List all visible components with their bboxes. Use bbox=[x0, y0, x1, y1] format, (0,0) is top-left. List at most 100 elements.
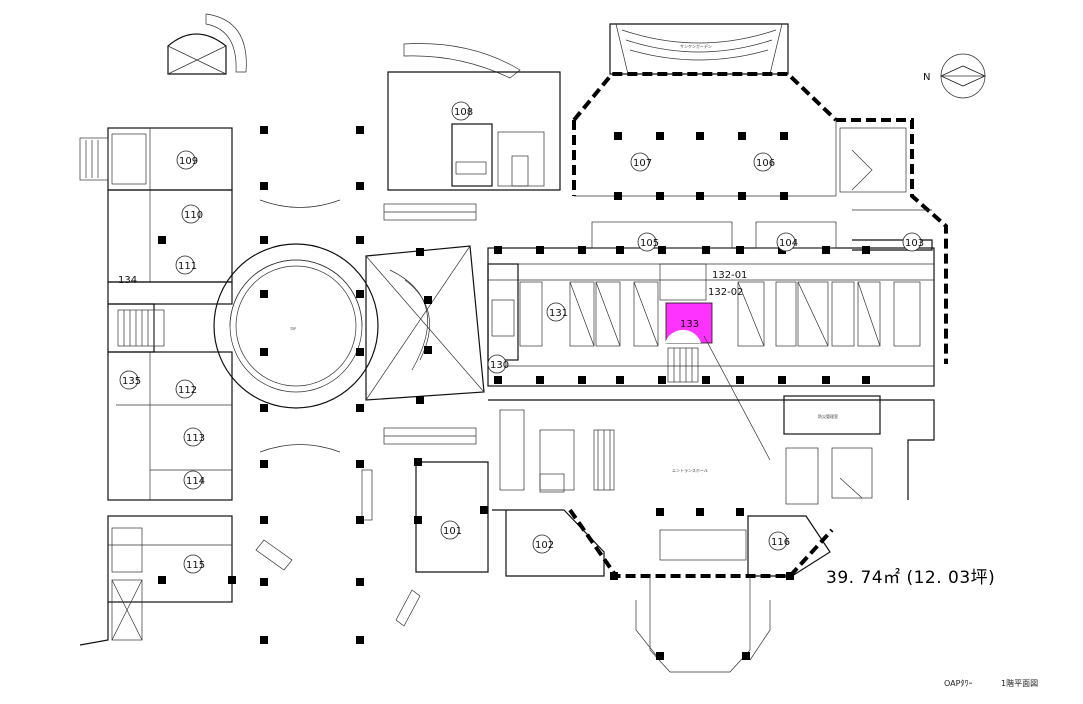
column bbox=[822, 246, 830, 254]
column bbox=[260, 126, 268, 134]
column bbox=[356, 236, 364, 244]
column bbox=[578, 246, 586, 254]
unit-label-115[interactable]: 115 bbox=[186, 560, 205, 571]
column bbox=[260, 182, 268, 190]
column bbox=[494, 246, 502, 254]
disaster-center-label: 防災管理室 bbox=[818, 413, 838, 419]
unit-label-135[interactable]: 135 bbox=[122, 376, 141, 387]
column bbox=[578, 376, 586, 384]
unit-label-132-02[interactable]: 132-02 bbox=[708, 287, 743, 298]
column bbox=[696, 508, 704, 516]
central-rotunda bbox=[213, 199, 485, 453]
column bbox=[656, 508, 664, 516]
column bbox=[260, 516, 268, 524]
unit-label-131[interactable]: 131 bbox=[549, 308, 568, 319]
column bbox=[260, 348, 268, 356]
unit-label-130[interactable]: 130 bbox=[490, 360, 509, 371]
unit-label-132-01[interactable]: 132-01 bbox=[712, 270, 747, 281]
unit-108-block bbox=[387, 71, 561, 191]
column bbox=[356, 182, 364, 190]
column bbox=[414, 458, 422, 466]
column bbox=[424, 296, 432, 304]
unit-103-block bbox=[839, 127, 933, 251]
unit-label-110[interactable]: 110 bbox=[184, 210, 203, 221]
left-wing bbox=[79, 127, 233, 646]
column bbox=[736, 246, 744, 254]
unit-label-114[interactable]: 114 bbox=[186, 476, 205, 487]
column bbox=[356, 516, 364, 524]
unit-label-107[interactable]: 107 bbox=[633, 158, 652, 169]
column bbox=[736, 376, 744, 384]
garden-label: サンケンガーデン bbox=[680, 43, 712, 49]
compass: N bbox=[923, 53, 986, 99]
sunken-garden bbox=[609, 23, 789, 75]
column bbox=[778, 376, 786, 384]
column bbox=[260, 404, 268, 412]
column bbox=[260, 578, 268, 586]
column bbox=[158, 576, 166, 584]
column bbox=[356, 460, 364, 468]
column bbox=[656, 652, 664, 660]
column bbox=[356, 636, 364, 644]
unit-label-134[interactable]: 134 bbox=[118, 275, 137, 286]
compass-north-label: N bbox=[923, 72, 930, 83]
column bbox=[414, 516, 422, 524]
unit-label-106[interactable]: 106 bbox=[756, 158, 775, 169]
unit-labels: 101 102 103 104 105 106 107 108 109 110 … bbox=[118, 101, 924, 574]
unit-label-113[interactable]: 113 bbox=[186, 433, 205, 444]
column bbox=[736, 508, 744, 516]
column bbox=[658, 246, 666, 254]
column bbox=[696, 132, 704, 140]
lower-block bbox=[415, 395, 935, 673]
unit-label-116[interactable]: 116 bbox=[771, 537, 790, 548]
column bbox=[780, 192, 788, 200]
column bbox=[656, 132, 664, 140]
column bbox=[260, 636, 268, 644]
unit-label-109[interactable]: 109 bbox=[179, 156, 198, 167]
escalators bbox=[255, 43, 521, 627]
unit-label-104[interactable]: 104 bbox=[779, 238, 798, 249]
column bbox=[614, 132, 622, 140]
column bbox=[738, 192, 746, 200]
floor-name: 1階平面図 bbox=[1001, 679, 1039, 688]
column bbox=[356, 290, 364, 298]
column bbox=[536, 376, 544, 384]
shop-rows bbox=[487, 221, 935, 387]
column bbox=[696, 192, 704, 200]
column bbox=[480, 506, 488, 514]
column bbox=[260, 236, 268, 244]
unit-label-103[interactable]: 103 bbox=[905, 238, 924, 249]
column bbox=[356, 578, 364, 586]
column bbox=[494, 376, 502, 384]
unit-label-105[interactable]: 105 bbox=[640, 238, 659, 249]
column bbox=[616, 376, 624, 384]
column bbox=[536, 246, 544, 254]
column bbox=[738, 132, 746, 140]
column bbox=[616, 246, 624, 254]
column bbox=[656, 192, 664, 200]
column bbox=[658, 376, 666, 384]
column bbox=[780, 132, 788, 140]
area-label: 39. 74㎡ (12. 03坪) bbox=[826, 568, 996, 588]
column bbox=[862, 376, 870, 384]
unit-label-101[interactable]: 101 bbox=[443, 526, 462, 537]
column bbox=[356, 348, 364, 356]
column bbox=[158, 236, 166, 244]
column bbox=[822, 376, 830, 384]
column bbox=[786, 572, 794, 580]
column bbox=[742, 652, 750, 660]
atrium-outline bbox=[572, 72, 948, 364]
unit-label-112[interactable]: 112 bbox=[178, 385, 197, 396]
column bbox=[260, 290, 268, 298]
column bbox=[424, 346, 432, 354]
column bbox=[416, 396, 424, 404]
structural-columns bbox=[158, 126, 870, 660]
column bbox=[356, 126, 364, 134]
column bbox=[702, 246, 710, 254]
unit-label-133[interactable]: 133 bbox=[680, 319, 699, 330]
unit-label-108[interactable]: 108 bbox=[454, 107, 473, 118]
unit-label-102[interactable]: 102 bbox=[535, 540, 554, 551]
unit-label-111[interactable]: 111 bbox=[178, 261, 197, 272]
top-left-stair bbox=[167, 13, 247, 75]
